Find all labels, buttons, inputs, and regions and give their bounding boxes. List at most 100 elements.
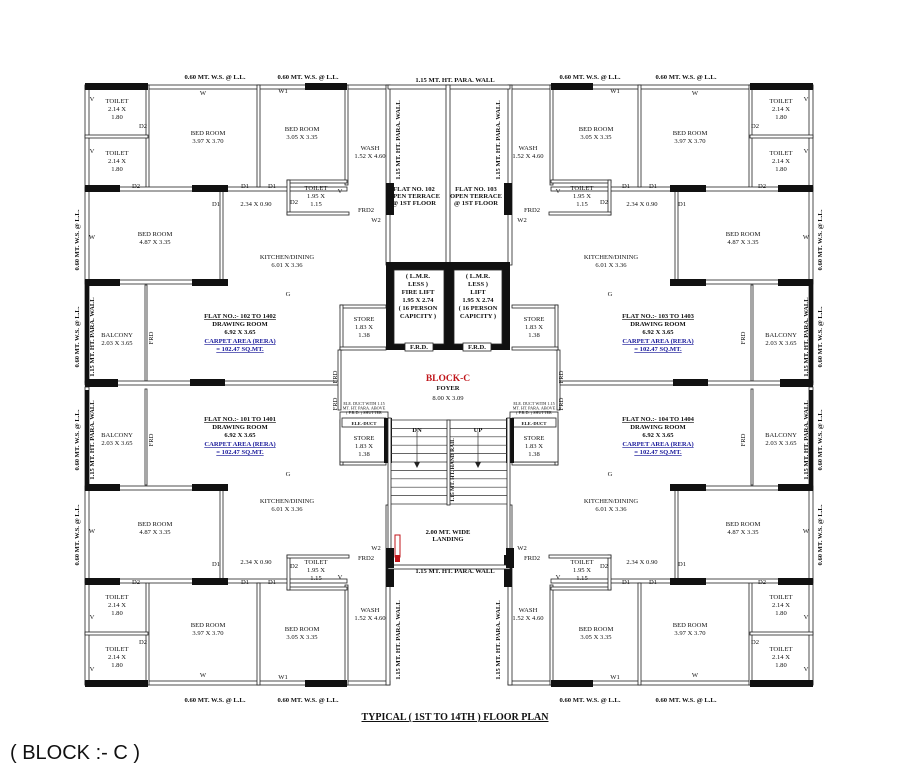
room-label: 1.52 X 4.60 [512,615,544,622]
wall [286,179,348,184]
room-label: 1.83 X [355,443,373,450]
lift-label: LIFT [470,289,486,296]
wall [386,183,394,215]
room-label: 2.14 X [772,106,790,113]
room-label: 1.95 X [573,193,591,200]
window-sill-label: 0.60 MT. W.S. @ L.L. [817,409,824,470]
terrace-label: OPEN TERRACE [450,193,503,200]
flat-number: FLAT NO.:- 101 TO 1401 [204,416,276,423]
room-label: BED ROOM [138,231,173,238]
room-label: KITCHEN/DINING [584,498,638,505]
fire-lift-door [404,342,434,352]
opening-mark: D1 [241,183,249,190]
window-sill-label: 0.60 MT. W.S. @ L.L. [74,504,81,565]
room-label: BED ROOM [673,130,708,137]
wall [286,211,350,216]
room-label: 1.15 [576,201,588,208]
opening-mark: W [89,528,96,535]
room-label: TOILET [106,646,129,653]
wall [386,548,394,568]
wall [511,346,559,351]
opening-mark: D2 [751,123,759,130]
window-sill-label: 0.60 MT. W.S. @ L.L. [817,504,824,565]
opening-mark: D1 [212,561,220,568]
room-label: 2.14 X [772,158,790,165]
fire-hose-reel-icon [394,534,401,558]
carpet-area-value: = 102.47 SQ.MT. [216,449,264,456]
fire-lift-label: ( 16 PERSON [399,305,438,312]
parapet-label: 1.15 MT. HT. PARA. WALL [415,568,495,575]
window-sill-label: 0.60 MT. W.S. @ L.L. [74,306,81,367]
wall [749,134,814,139]
room-label: 2.34 X 0.90 [240,201,272,208]
room-label: 1.38 [528,332,540,339]
opening-mark: D2 [132,183,140,190]
fire-lift-label: ( L.M.R. [406,273,431,280]
room-label: 2.14 X [772,602,790,609]
stair-up-label: UP [474,427,483,434]
room-label: 6.01 X 3.36 [595,262,627,269]
opening-mark: D2 [290,199,298,206]
room-label: 2.03 X 3.65 [765,340,797,347]
room-label: 2.14 X [772,654,790,661]
duct-note: ELE. DUCT WITH 1.15 [343,401,384,406]
stair-down-label: DN [412,427,422,434]
room-label: 1.38 [358,451,370,458]
wall [506,417,511,569]
opening-mark: D1 [212,201,220,208]
opening-mark: D2 [290,563,298,570]
terrace-label: @ 1ST FLOOR [454,200,498,207]
flat-number: FLAT NO.:- 103 TO 1403 [622,313,695,320]
opening-mark: D2 [139,123,147,130]
room-label: BED ROOM [285,126,320,133]
opening-mark: V [804,148,809,155]
drawing-room-size: 6.92 X 3.65 [224,432,256,439]
room-label: 4.87 X 3.35 [727,239,759,246]
duct-note: MT. HT. PARA. ABOVE [513,406,556,411]
fire-lift-door-label: F.R.D. [410,344,428,351]
opening-mark: V [90,96,95,103]
terrace-label: FLAT NO. 102 [393,186,435,193]
opening-mark: D1 [268,183,276,190]
wall [809,390,813,486]
wall [344,84,349,186]
wall [750,83,813,90]
wall [778,185,813,192]
room-label: 6.01 X 3.36 [595,506,627,513]
window-sill-label: 0.60 MT. W.S. @ L.L. [560,74,621,81]
wall [85,484,120,491]
room-label: BALCONY [101,432,133,439]
landing-label: 2.00 MT. WIDE [426,529,471,536]
wall [385,84,391,266]
room-label: 1.80 [775,114,787,121]
room-label: BED ROOM [726,231,761,238]
wall [387,417,392,569]
wall [339,304,344,351]
room-label: 1.15 [576,575,588,582]
parapet-label: 1.15 MT. HT. PARA. WALL [395,600,402,680]
wall [85,83,148,90]
frd-mark: FRD [740,433,747,446]
duct-note: ( F.R.D. ) SHUTTER [516,410,552,415]
room-label: 1.95 X [573,567,591,574]
terrace-label: OPEN TERRACE [388,193,441,200]
room-label: 1.83 X [525,324,543,331]
room-label: WASH [361,145,380,152]
carpet-area-value: = 102.47 SQ.MT. [216,346,264,353]
parapet-label: 1.15 MT. HT. PARA. WALL [395,100,402,180]
duct-note: ELE. DUCT WITH 1.15 [513,401,554,406]
wall [550,179,612,184]
opening-mark: V [556,574,561,581]
room-label: TOILET [106,594,129,601]
wall [339,304,387,309]
frd-mark: FRD [740,331,747,344]
room-label: 3.97 X 3.70 [192,630,224,637]
wall [670,279,706,286]
hand-rail-label: 1.15 MT. HT. HAND RAIL [450,438,456,502]
carpet-area-label: CARPET AREA (RERA) [204,338,275,345]
carpet-area-value: = 102.47 SQ.MT. [634,346,682,353]
window-sill-label: 0.60 MT. W.S. @ L.L. [185,74,246,81]
room-label: 2.14 X [108,654,126,661]
room-label: 1.38 [528,451,540,458]
window-sill-label: 0.60 MT. W.S. @ L.L. [74,209,81,270]
